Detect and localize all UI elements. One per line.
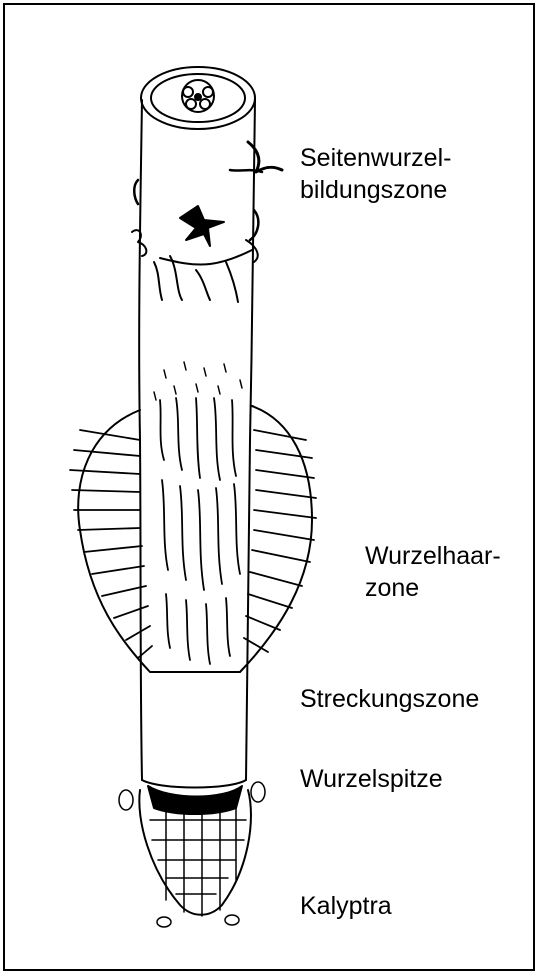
root-tip-band <box>142 780 246 788</box>
root-shaft-right-edge <box>246 100 255 780</box>
label-root-hair-zone-line1: Wurzelhaar- <box>365 540 501 572</box>
meristem-dark <box>148 786 242 814</box>
label-root-tip: Wurzelspitze <box>300 763 443 795</box>
label-root-hair-zone: Wurzelhaar- zone <box>365 540 501 604</box>
label-root-hair-zone-line2: zone <box>365 572 501 604</box>
calyptra-cells <box>150 808 246 916</box>
label-lateral-root-zone: Seitenwurzel- bildungszone <box>300 142 451 206</box>
label-root-cap: Kalyptra <box>300 890 392 922</box>
label-lateral-root-zone-line1: Seitenwurzel- <box>300 142 451 174</box>
root-hair-zone-outline <box>78 406 312 672</box>
label-elongation-zone: Streckungszone <box>300 683 479 715</box>
label-lateral-root-zone-line2: bildungszone <box>300 174 451 206</box>
stele-pattern <box>182 80 214 112</box>
hair-initials <box>154 362 242 400</box>
lateral-root-emergence <box>134 142 282 246</box>
epidermis-flaps <box>132 230 258 302</box>
